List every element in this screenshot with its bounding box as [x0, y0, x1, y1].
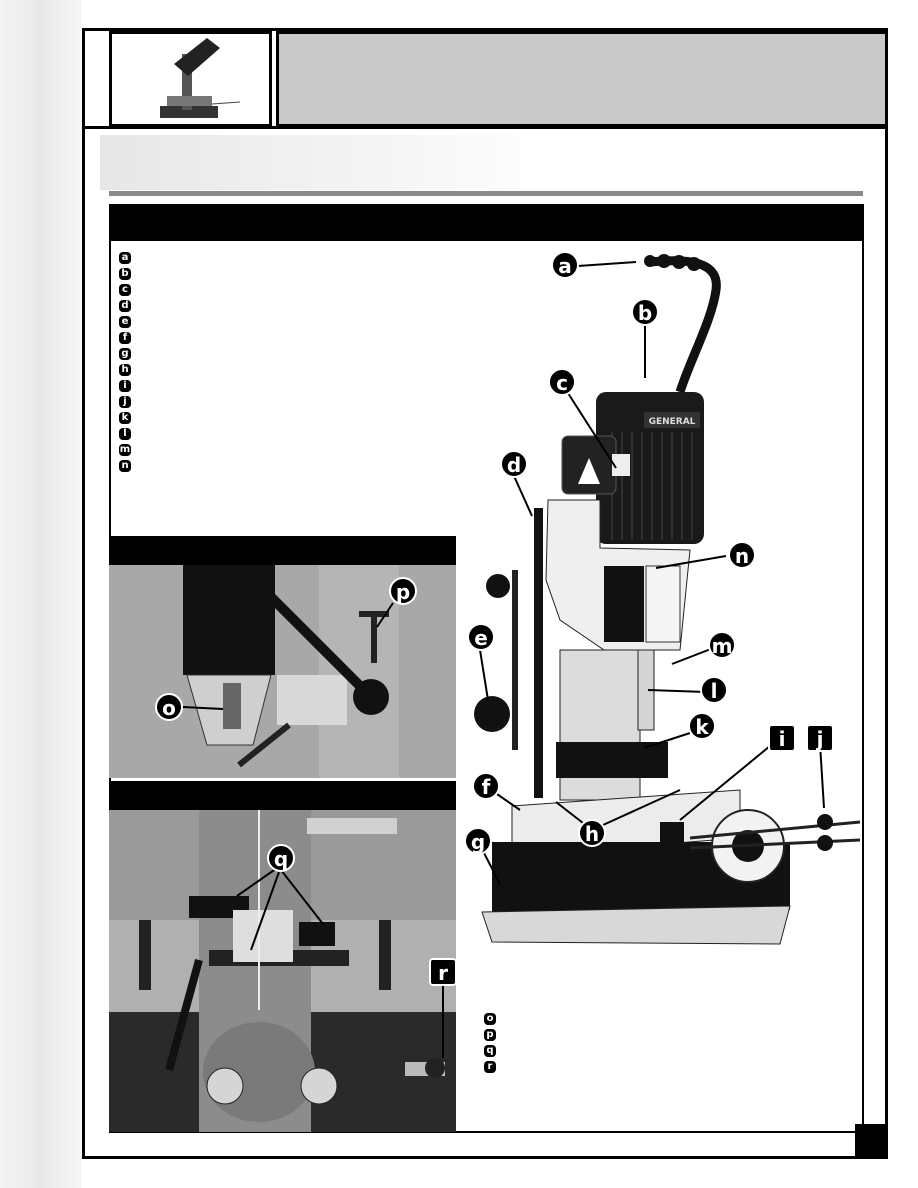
legend-badge: o — [484, 1013, 496, 1025]
callout-p: p — [389, 577, 417, 605]
legend-badge: k — [119, 412, 131, 424]
callout-i: i — [768, 724, 796, 752]
legend-badge: a — [119, 252, 131, 264]
callout-f: f — [472, 772, 500, 800]
legend-badge: f — [119, 332, 131, 344]
legend-badge: i — [119, 380, 131, 392]
parts-legend-secondary: o p q r — [484, 1013, 496, 1077]
legend-badge: j — [119, 396, 131, 408]
mortiser-thumbnail-icon — [160, 38, 241, 118]
header-thumbnail — [109, 31, 272, 127]
motor-brand-label: GENERAL — [649, 417, 696, 427]
legend-badge: n — [119, 460, 131, 472]
legend-badge: c — [119, 284, 131, 296]
legend-badge: q — [484, 1045, 496, 1057]
callout-l: l — [700, 676, 728, 704]
header-title-panel — [276, 31, 888, 127]
callout-j: j — [806, 724, 834, 752]
legend-badge: l — [119, 428, 131, 440]
identification-title-bar — [109, 204, 864, 241]
callout-a: a — [551, 251, 579, 279]
callout-g: g — [464, 827, 492, 855]
legend-badge: m — [119, 444, 131, 456]
photo-hold-down-clamps: q r — [109, 810, 456, 1132]
header-rule — [85, 126, 888, 129]
callout-n: n — [728, 541, 756, 569]
callout-d: d — [500, 450, 528, 478]
photo-chisel-bushing: o p — [109, 565, 456, 778]
legend-badge: r — [484, 1061, 496, 1073]
parts-legend: a b c d e f g h i j k l m n — [119, 252, 131, 476]
legend-badge: h — [119, 364, 131, 376]
callout-k: k — [688, 712, 716, 740]
photo-1-leaders — [182, 602, 394, 710]
decorative-band — [100, 135, 520, 190]
photo-2-title-bar — [109, 781, 456, 810]
photo-1-title-bar — [109, 536, 456, 565]
callout-m: m — [708, 631, 736, 659]
callout-e: e — [467, 623, 495, 651]
legend-badge: e — [119, 316, 131, 328]
callout-r: r — [429, 958, 456, 986]
legend-badge: g — [119, 348, 131, 360]
page-number-tab — [855, 1124, 888, 1159]
page-margin-texture — [0, 0, 82, 1188]
callout-b: b — [631, 298, 659, 326]
callout-h: h — [578, 819, 606, 847]
photo-2-leaders — [236, 867, 444, 1058]
legend-badge: d — [119, 300, 131, 312]
section-divider — [109, 191, 863, 196]
legend-badge: p — [484, 1029, 496, 1041]
callout-c: c — [548, 368, 576, 396]
callout-q: q — [267, 844, 295, 872]
legend-badge: b — [119, 268, 131, 280]
callout-o: o — [155, 693, 183, 721]
